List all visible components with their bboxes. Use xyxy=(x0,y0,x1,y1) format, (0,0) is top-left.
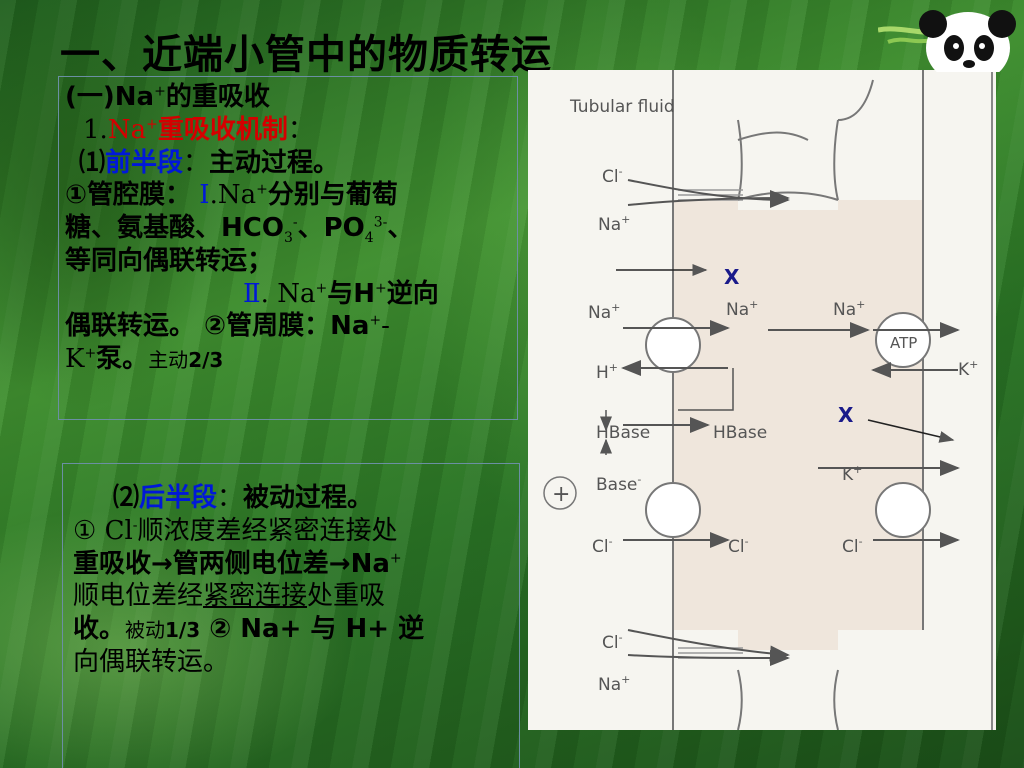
tight-junction-line: 顺电位差经紧密连接处重吸 xyxy=(73,581,386,612)
cl-label-basolateral: Cl- xyxy=(842,535,863,557)
section-heading: (一)Na+的重吸收 xyxy=(65,82,270,112)
k-label-in: K+ xyxy=(958,358,978,380)
atp-pump xyxy=(875,312,931,368)
apical-antiporter xyxy=(645,317,701,373)
basolateral-channel xyxy=(875,482,931,538)
cl-label-top: Cl- xyxy=(602,165,623,187)
potential-line: 重吸收→管两侧电位差→Na+ xyxy=(73,548,402,579)
slide-title: 一、近端小管中的物质转运 xyxy=(60,32,552,78)
first-half-heading: ⑴前半段：主动过程。 xyxy=(79,147,340,178)
positive-charge-circle xyxy=(543,476,577,510)
basolateral-membrane-line: 偶联转运。 ②管周膜：Na+- xyxy=(65,311,390,342)
k-label-out: K+ xyxy=(842,463,862,485)
subsection-heading: 1.Na+重吸收机制： xyxy=(83,114,314,145)
pump-line: K+泵。主动2/3 xyxy=(65,344,224,374)
plus-sign: + xyxy=(552,482,570,507)
h-label-apical: H+ xyxy=(596,361,618,383)
antiport-line: Ⅱ. Na+与H+逆向 xyxy=(243,278,439,309)
second-half-heading: ⑵后半段：被动过程。 xyxy=(113,483,374,513)
symport-line: 等同向偶联转运； xyxy=(65,245,274,276)
panda-logo-image xyxy=(878,10,1016,72)
text-box-sodium-reabsorption: (一)Na+的重吸收 1.Na+重吸收机制： ⑴前半段：主动过程。 ①管腔膜： … xyxy=(58,76,518,420)
cotransport-substances-line: 糖、氨基酸、HCO3-、PO43-、 xyxy=(65,213,414,247)
x-mark-basolateral: X xyxy=(838,403,854,427)
hbase-label-lumen: HBase xyxy=(596,423,650,443)
x-mark-apical: X xyxy=(724,265,740,289)
tubular-fluid-label: Tubular fluid xyxy=(569,97,675,117)
cl-label-cell: Cl- xyxy=(728,535,749,557)
na-label-apical: Na+ xyxy=(588,301,620,323)
atp-label: ATP xyxy=(890,334,917,352)
hbase-label-cell: HBase xyxy=(713,423,767,443)
text-box-second-half: ⑵后半段：被动过程。 ① Cl-顺浓度差经紧密连接处 重吸收→管两侧电位差→Na… xyxy=(62,463,520,768)
na-label-cell: Na+ xyxy=(726,298,758,320)
na-label-top: Na+ xyxy=(598,213,630,235)
antiport-line-2: 向偶联转运。 xyxy=(73,646,230,677)
chloride-line: ① Cl-顺浓度差经紧密连接处 xyxy=(73,515,398,546)
na-label-bottom: Na+ xyxy=(598,673,630,695)
cell-body xyxy=(673,200,923,650)
cl-label-lumen: Cl- xyxy=(592,535,613,557)
luminal-membrane-line: ①管腔膜： Ⅰ.Na+分别与葡萄 xyxy=(65,180,398,211)
base-label: Base- xyxy=(596,473,641,495)
passive-line: 收。被动1/3 ② Na+ 与 H+ 逆 xyxy=(73,614,425,644)
apical-exchanger xyxy=(645,482,701,538)
cl-label-bottom: Cl- xyxy=(602,631,623,653)
na-label-pump: Na+ xyxy=(833,298,865,320)
tubule-transport-diagram: Tubular fluid Cl- Na+ Na+ Na+ Na+ ATP H+… xyxy=(528,70,996,730)
